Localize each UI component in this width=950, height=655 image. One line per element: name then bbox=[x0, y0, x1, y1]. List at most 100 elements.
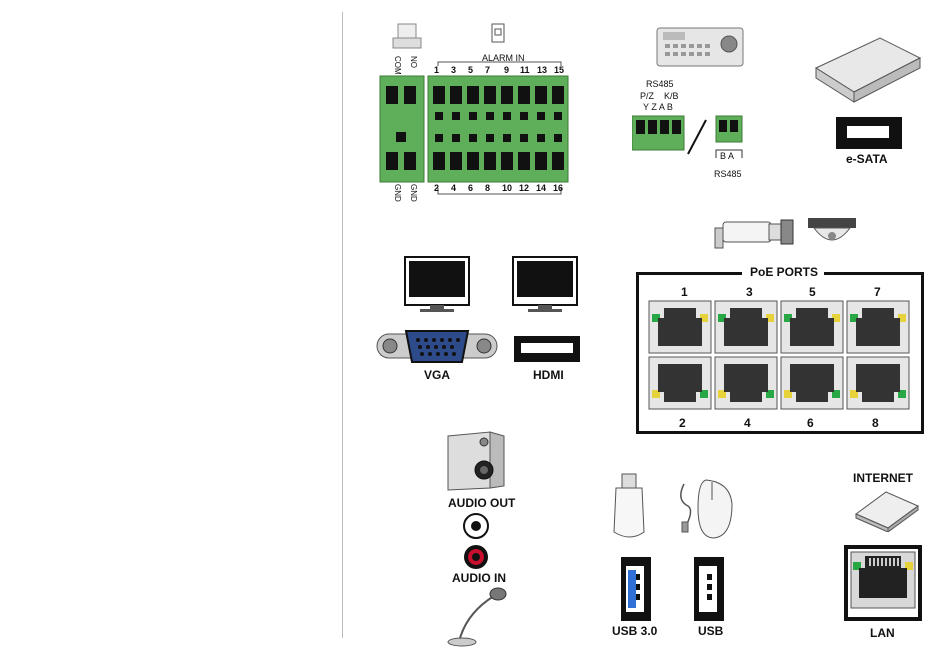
alarm-pin bbox=[486, 134, 494, 142]
alarm-pin bbox=[450, 86, 462, 104]
alarm-pin bbox=[486, 112, 494, 120]
alarm-pin bbox=[469, 134, 477, 142]
alarm-pin bbox=[501, 86, 513, 104]
alarm-pin bbox=[433, 152, 445, 170]
alarm-num: 4 bbox=[451, 183, 456, 193]
divider-line bbox=[342, 12, 343, 638]
poe-port bbox=[649, 301, 711, 353]
usb-label: USB bbox=[698, 624, 723, 638]
ptz-keyboard-icon bbox=[655, 24, 747, 70]
microphone-icon bbox=[440, 582, 520, 648]
audio-in-jack bbox=[462, 543, 490, 571]
hdmi-monitor-icon bbox=[512, 256, 580, 314]
esata-port bbox=[835, 116, 903, 150]
dome-camera-icon bbox=[806, 216, 858, 252]
alarm-pin bbox=[554, 134, 562, 142]
alarm-num: 3 bbox=[451, 65, 456, 75]
audio-out-jack bbox=[462, 512, 490, 540]
router-icon bbox=[852, 486, 922, 532]
speaker-icon bbox=[446, 430, 508, 492]
poe-port bbox=[781, 357, 843, 409]
alarm-pin bbox=[554, 112, 562, 120]
com-label: COM bbox=[393, 56, 402, 75]
poe-num-3: 3 bbox=[746, 285, 753, 299]
alarm-pin bbox=[552, 152, 564, 170]
poe-port bbox=[649, 357, 711, 409]
gnd-left-label: GND bbox=[393, 184, 402, 202]
alarm-pin bbox=[484, 86, 496, 104]
poe-num-5: 5 bbox=[809, 285, 816, 299]
poe-port bbox=[715, 357, 777, 409]
alarm-pin bbox=[435, 134, 443, 142]
alarm-pin bbox=[452, 112, 460, 120]
alarm-pin bbox=[535, 86, 547, 104]
poe-num-8: 8 bbox=[872, 416, 879, 430]
mouse-icon bbox=[672, 470, 736, 544]
esata-label: e-SATA bbox=[846, 152, 888, 166]
alarm-pin bbox=[467, 152, 479, 170]
poe-num-7: 7 bbox=[874, 285, 881, 299]
audio-out-label: AUDIO OUT bbox=[448, 496, 515, 510]
alarm-pin bbox=[450, 152, 462, 170]
alarm-num: 12 bbox=[519, 183, 529, 193]
alarm-num: 14 bbox=[536, 183, 546, 193]
alarm-pin bbox=[469, 112, 477, 120]
alarm-num: 5 bbox=[468, 65, 473, 75]
alarm-num: 1 bbox=[434, 65, 439, 75]
poe-num-6: 6 bbox=[807, 416, 814, 430]
alarm-bottom-numbers: 2 4 6 8 10 12 14 16 bbox=[432, 183, 570, 195]
alarm-num: 2 bbox=[434, 183, 439, 193]
kb-label: K/B bbox=[664, 91, 679, 101]
pz-label: P/Z bbox=[640, 91, 654, 101]
gnd-right-label: GND bbox=[409, 184, 418, 202]
alarm-pin bbox=[433, 86, 445, 104]
alarm-in-label: ALARM IN bbox=[482, 53, 525, 63]
rs485-title: RS485 bbox=[646, 79, 674, 89]
alarm-pin bbox=[535, 152, 547, 170]
alarm-pin bbox=[520, 112, 528, 120]
alarm-pin bbox=[552, 86, 564, 104]
rs485-pins-label: Y Z A B bbox=[643, 102, 673, 112]
alarm-pin bbox=[435, 112, 443, 120]
usb3-label: USB 3.0 bbox=[612, 624, 657, 638]
usb-port bbox=[693, 556, 725, 622]
bullet-camera-icon bbox=[713, 218, 795, 252]
rs485-bottom-label: RS485 bbox=[714, 169, 742, 179]
alarm-pin bbox=[520, 134, 528, 142]
alarm-num: 7 bbox=[485, 65, 490, 75]
ba-label: B A bbox=[720, 151, 734, 161]
alarm-num: 9 bbox=[504, 65, 509, 75]
poe-title: PoE PORTS bbox=[750, 265, 818, 279]
vga-label: VGA bbox=[424, 368, 450, 382]
poe-num-1: 1 bbox=[681, 285, 688, 299]
alarm-num: 10 bbox=[502, 183, 512, 193]
lan-port bbox=[843, 544, 923, 624]
alarm-pin bbox=[518, 86, 530, 104]
alarm-num: 11 bbox=[520, 65, 530, 75]
alarm-pin bbox=[537, 112, 545, 120]
alarm-pin bbox=[452, 134, 460, 142]
poe-num-4: 4 bbox=[744, 416, 751, 430]
sensor-icon bbox=[492, 24, 504, 42]
poe-rj45-grid bbox=[648, 300, 914, 412]
poe-port bbox=[847, 301, 909, 353]
alarm-pin bbox=[518, 152, 530, 170]
alarm-pin bbox=[537, 134, 545, 142]
alarm-num: 13 bbox=[537, 65, 547, 75]
alarm-num: 6 bbox=[468, 183, 473, 193]
hdmi-port bbox=[513, 335, 581, 363]
alarm-top-numbers: 1 3 5 7 9 11 13 15 bbox=[432, 65, 570, 77]
alarm-pin bbox=[503, 134, 511, 142]
external-hdd-icon bbox=[810, 30, 925, 106]
vga-monitor-icon bbox=[404, 256, 472, 314]
vga-port bbox=[376, 328, 498, 366]
no-label: NO bbox=[409, 56, 418, 68]
poe-port bbox=[781, 301, 843, 353]
alarm-pin bbox=[484, 152, 496, 170]
poe-num-2: 2 bbox=[679, 416, 686, 430]
hdmi-label: HDMI bbox=[533, 368, 564, 382]
alarm-beacon-icon bbox=[393, 24, 421, 48]
alarm-pin bbox=[501, 152, 513, 170]
alarm-num: 16 bbox=[553, 183, 563, 193]
alarm-num: 15 bbox=[554, 65, 564, 75]
